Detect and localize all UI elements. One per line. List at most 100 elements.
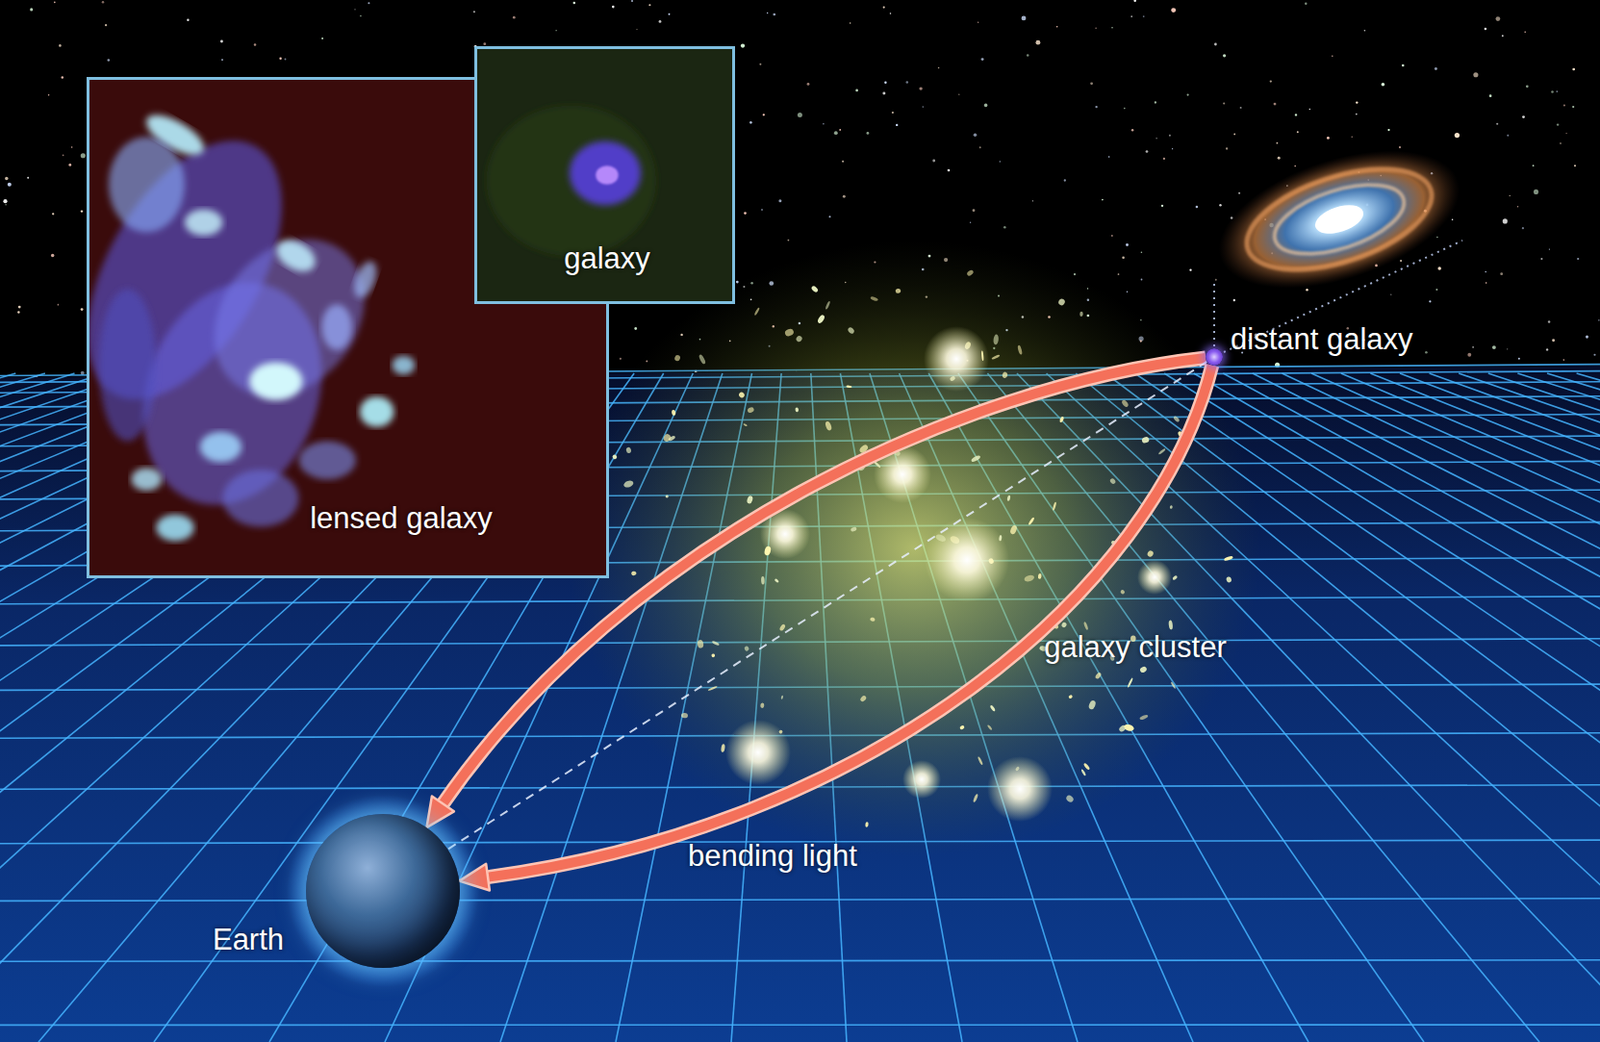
- cluster-galaxy: [850, 526, 858, 533]
- star: [1546, 348, 1549, 351]
- cluster-galaxy: [1168, 619, 1173, 630]
- star: [1145, 150, 1149, 153]
- star: [354, 8, 356, 10]
- star: [1489, 94, 1493, 98]
- star: [61, 76, 65, 79]
- star: [1506, 134, 1509, 137]
- star: [772, 13, 776, 17]
- star: [634, 327, 637, 331]
- star: [1133, 0, 1137, 2]
- star: [1555, 90, 1558, 93]
- star: [321, 37, 324, 40]
- node-label: lensed galaxy: [309, 501, 493, 536]
- cluster-galaxy: [1079, 311, 1084, 317]
- star: [1141, 252, 1143, 254]
- star: [221, 58, 224, 61]
- galaxy-core: [595, 165, 618, 185]
- cluster-galaxy: [746, 406, 755, 414]
- cluster-galaxy: [794, 406, 799, 412]
- light-blob: [321, 304, 353, 350]
- star: [1525, 84, 1529, 88]
- star: [50, 253, 54, 257]
- star: [891, 111, 894, 114]
- cluster-galaxy: [1123, 723, 1136, 733]
- star: [778, 199, 782, 203]
- star: [1485, 281, 1487, 283]
- star: [80, 209, 83, 212]
- star: [1556, 123, 1559, 126]
- cluster-galaxy: [742, 423, 748, 428]
- star: [80, 152, 86, 158]
- star: [1189, 269, 1192, 272]
- star: [1576, 257, 1579, 260]
- star: [1364, 29, 1367, 32]
- star: [1565, 132, 1567, 134]
- star: [26, 177, 29, 179]
- star: [1309, 108, 1311, 110]
- cluster-galaxy: [761, 576, 765, 585]
- star: [1141, 279, 1143, 281]
- star: [1154, 101, 1157, 103]
- star: [1131, 128, 1134, 131]
- star: [842, 195, 846, 199]
- light-blob: [222, 469, 299, 527]
- star: [1304, 2, 1307, 5]
- light-blob: [249, 362, 303, 402]
- cluster-galaxy: [1172, 415, 1181, 424]
- cluster-galaxy: [1052, 501, 1058, 510]
- star: [1094, 105, 1097, 108]
- cluster-galaxy: [1141, 435, 1150, 444]
- star: [1509, 195, 1511, 197]
- grid-line: [0, 373, 46, 1042]
- star: [1225, 147, 1228, 150]
- star: [841, 160, 844, 163]
- star: [1163, 157, 1166, 160]
- star: [1522, 115, 1525, 119]
- star: [51, 212, 54, 215]
- background-glow: [486, 105, 657, 256]
- star: [1548, 320, 1550, 323]
- star: [1574, 164, 1576, 167]
- star: [973, 133, 977, 137]
- light-blob: [200, 431, 243, 463]
- star: [1111, 26, 1113, 28]
- star: [2, 199, 7, 204]
- grid-line: [0, 960, 1600, 963]
- cluster-galaxy: [754, 306, 761, 316]
- cluster-galaxy: [720, 743, 726, 753]
- grid-line: [1252, 373, 1600, 1042]
- star: [1496, 123, 1499, 126]
- star: [186, 18, 189, 21]
- star: [895, 124, 898, 127]
- cluster-galaxy: [746, 495, 755, 505]
- cluster-galaxy: [959, 724, 966, 731]
- star: [1142, 15, 1145, 18]
- star: [1026, 53, 1030, 57]
- star: [1499, 272, 1503, 276]
- cluster-galaxy: [894, 287, 901, 294]
- cluster-galaxy: [622, 479, 635, 488]
- star: [828, 215, 831, 218]
- galaxy-cluster-region: galaxy cluster: [615, 240, 1328, 857]
- star: [48, 94, 51, 97]
- star: [1436, 236, 1439, 239]
- star: [1269, 79, 1272, 82]
- cluster-galaxy: [1109, 477, 1118, 485]
- cluster-galaxy: [1120, 399, 1130, 408]
- star: [635, 28, 637, 30]
- star: [68, 163, 72, 167]
- cluster-galaxy: [845, 384, 852, 388]
- earth-globe: Earth: [305, 813, 460, 968]
- star: [1222, 101, 1225, 104]
- cluster-galaxy: [1169, 505, 1173, 509]
- grid-line: [0, 898, 1600, 902]
- star: [1401, 64, 1405, 68]
- cluster-galaxy: [1038, 573, 1042, 580]
- star: [807, 82, 811, 86]
- star: [1562, 358, 1565, 361]
- star: [1381, 82, 1386, 87]
- cluster-galaxy: [698, 354, 708, 365]
- star: [1424, 351, 1428, 355]
- node-label: Earth: [212, 922, 284, 958]
- star: [1073, 273, 1076, 276]
